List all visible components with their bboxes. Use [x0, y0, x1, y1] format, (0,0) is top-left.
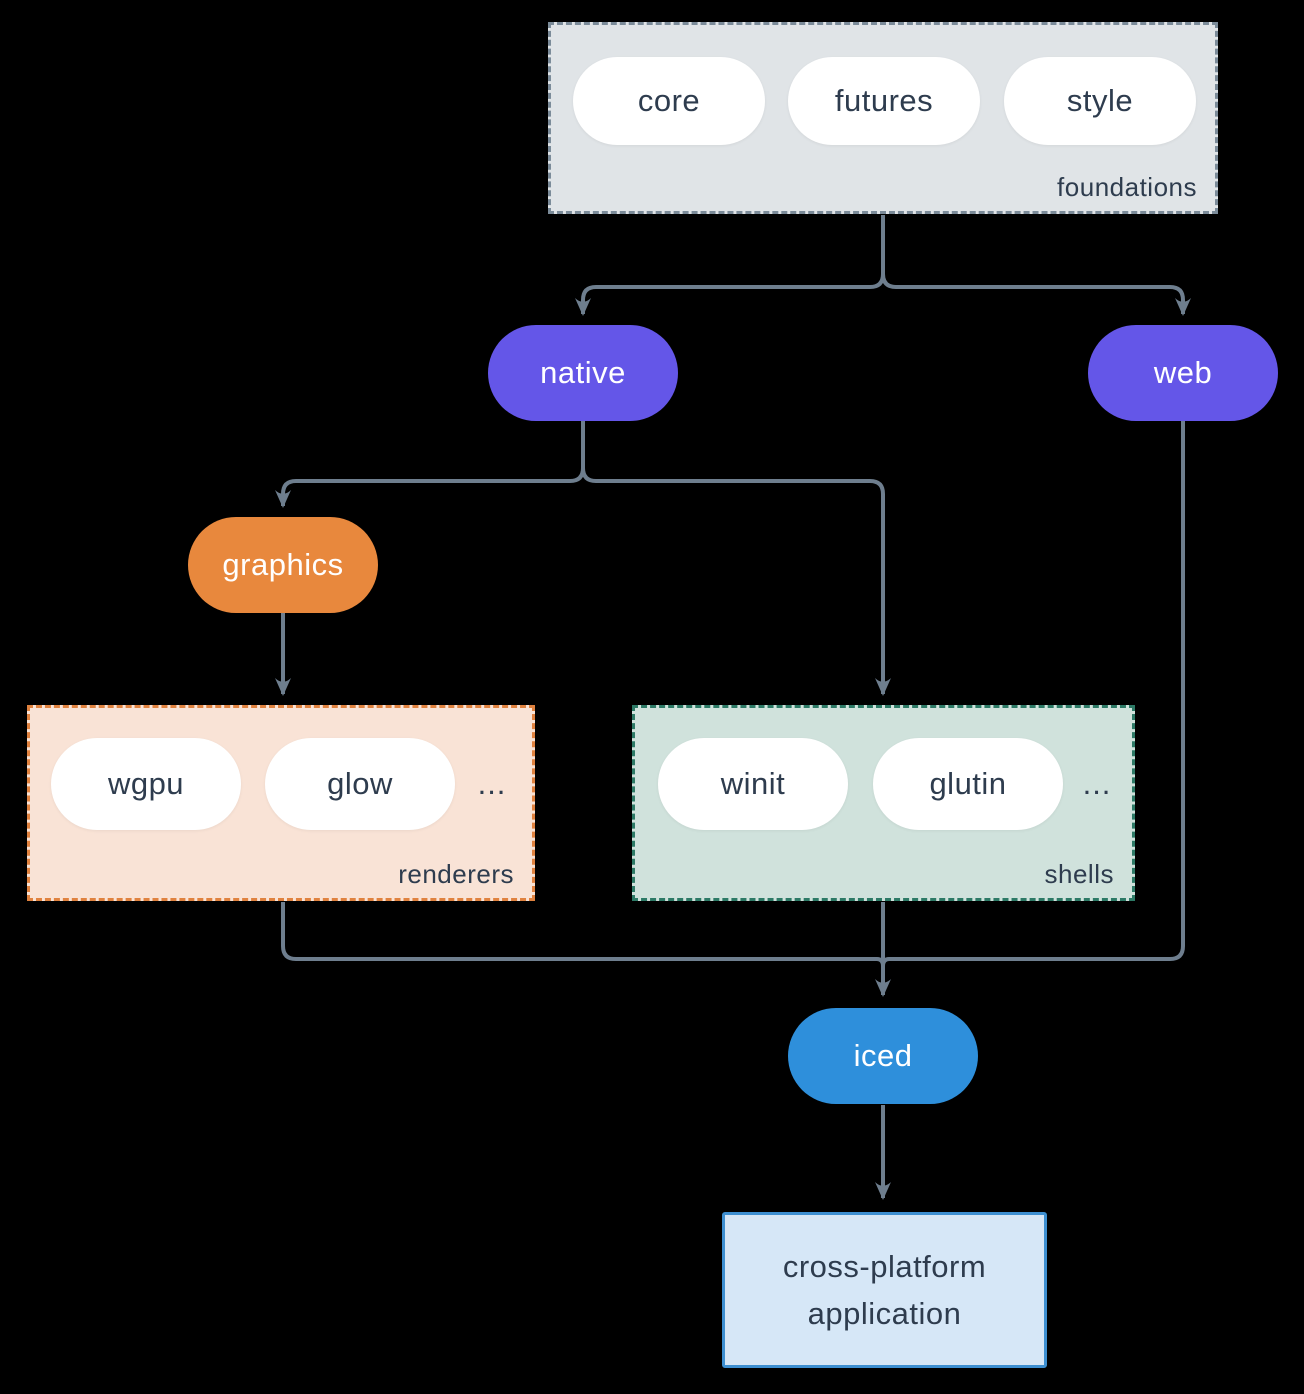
node-graphics: graphics [188, 517, 378, 613]
node-native: native [488, 325, 678, 421]
application-label-line1: cross-platform [782, 1249, 987, 1284]
foundations-group: core futures style foundations [548, 22, 1218, 214]
renderers-ellipsis: ... [477, 766, 507, 801]
shells-ellipsis: ... [1082, 766, 1112, 801]
pill-style-label: style [1066, 83, 1134, 118]
pill-wgpu: wgpu [51, 738, 241, 830]
pill-style: style [1004, 57, 1196, 145]
edge-native-graphics [275, 467, 585, 508]
pill-glow: glow [265, 738, 455, 830]
node-graphics-label: graphics [222, 547, 344, 582]
node-web-label: web [1153, 355, 1213, 390]
node-iced-label: iced [853, 1038, 913, 1073]
pill-glow-label: glow [327, 766, 393, 801]
edge-native-shells [581, 467, 891, 696]
shells-group-label: shells [1044, 859, 1114, 889]
pill-winit-label: winit [720, 766, 786, 801]
edge-foundations-native [575, 273, 885, 316]
edge-renderers-merge [281, 902, 885, 967]
pill-wgpu-label: wgpu [107, 766, 185, 801]
pill-core: core [573, 57, 765, 145]
edge-foundations-web [881, 273, 1191, 316]
node-native-label: native [540, 355, 626, 390]
shells-group: winit glutin ... shells [632, 705, 1135, 901]
foundations-group-label: foundations [1057, 172, 1197, 202]
renderers-group-label: renderers [398, 859, 514, 889]
pill-glutin: glutin [873, 738, 1063, 830]
node-cross-platform-application: cross-platform application [722, 1212, 1047, 1368]
pill-glutin-label: glutin [929, 766, 1007, 801]
application-label-line2: application [807, 1296, 962, 1331]
pill-core-label: core [637, 83, 701, 118]
pill-futures: futures [788, 57, 980, 145]
pill-winit: winit [658, 738, 848, 830]
node-iced: iced [788, 1008, 978, 1104]
renderers-group: wgpu glow ... renderers [27, 705, 535, 901]
pill-futures-label: futures [834, 83, 934, 118]
node-web: web [1088, 325, 1278, 421]
